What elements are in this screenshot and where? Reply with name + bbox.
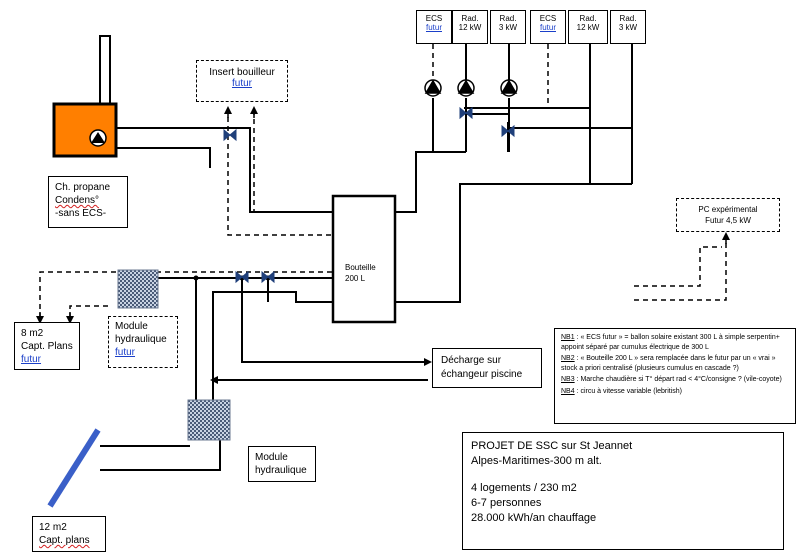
project-heating: 28.000 kWh/an chauffage xyxy=(471,512,597,524)
note-nb1: NB1 : « ECS futur » = ballon solaire exi… xyxy=(561,333,789,352)
project-housing: 4 logements / 230 m2 xyxy=(471,482,577,494)
module-futur-hatch xyxy=(117,269,159,309)
boiler-pump-icon xyxy=(89,129,107,147)
insert-label: Insert bouilleur xyxy=(209,67,275,78)
capt8-type: Capt. Plans xyxy=(21,341,73,352)
rad-label: Rad. xyxy=(579,14,597,23)
rad-label: Rad. xyxy=(619,14,637,23)
project-box: PROJET DE SSC sur St Jeannet Alpes-Marit… xyxy=(462,432,784,550)
ecs-label: ECS xyxy=(539,14,557,23)
notes-box: NB1 : « ECS futur » = ballon solaire exi… xyxy=(554,328,796,424)
capt8-futur: futur xyxy=(21,354,42,365)
boiler-supply-pipe xyxy=(116,127,333,213)
module-box: Module hydraulique xyxy=(248,446,316,482)
insert-supply-pipe xyxy=(227,108,333,236)
module-label-2: hydraulique xyxy=(255,465,307,476)
rad-power: 3 kW xyxy=(618,23,638,32)
capt8-dashed-pipe-1 xyxy=(39,271,333,318)
note-nb2: NB2 : « Bouteille 200 L » sera remplacée… xyxy=(561,354,789,373)
note-nb4: NB4 : circu à vitesse variable (lebritis… xyxy=(561,387,789,397)
ecs-futur-box-1: ECS futur xyxy=(416,10,452,44)
boiler-type: Condens° xyxy=(55,195,100,206)
capt8-dashed-pipe-2 xyxy=(69,305,110,318)
nb2-label: NB2 xyxy=(561,355,575,362)
rad-return-2 xyxy=(508,127,633,184)
module-futur-futur: futur xyxy=(115,347,136,358)
bouteille-volume: 200 L xyxy=(345,274,366,283)
rad-box-12kw-1: Rad. 12 kW xyxy=(452,10,488,44)
pc-dashed-pipe-1 xyxy=(634,246,722,287)
capt8-box: 8 m2 Capt. Plans futur xyxy=(14,322,80,370)
boiler-return-pipe xyxy=(116,147,211,168)
ecs-futur-box-2: ECS futur xyxy=(530,10,566,44)
pool-supply-pipe xyxy=(241,278,428,363)
pc-dashed-pipe-2 xyxy=(634,238,727,301)
nb3-label: NB3 xyxy=(561,376,575,383)
nb4-text: : circu à vitesse variable (lebritish) xyxy=(574,387,682,395)
module-top-pipe xyxy=(212,291,333,402)
nb3-text: : Marche chaudière si T° départ rad < 4°… xyxy=(574,376,782,383)
project-location: Alpes-Maritimes-300 m alt. xyxy=(471,455,602,467)
boiler-name: Ch. propane xyxy=(55,182,111,193)
decharge-label-2: échangeur piscine xyxy=(441,369,523,380)
pc-label: PC expérimental xyxy=(698,205,758,214)
project-people: 6-7 personnes xyxy=(471,497,542,509)
rad-box-12kw-2: Rad. 12 kW xyxy=(568,10,608,44)
bouteille-tank xyxy=(331,194,397,324)
nb1-text: : « ECS futur » = ballon solaire existan… xyxy=(561,334,780,351)
module-futur-label-2: hydraulique xyxy=(115,334,167,345)
project-title: PROJET DE SSC sur St Jeannet xyxy=(471,440,633,452)
pc-experimental-box: PC expérimental Futur 4,5 kW xyxy=(676,198,780,232)
rad-label: Rad. xyxy=(499,14,517,23)
insert-futur-label: futur xyxy=(231,78,252,89)
ecs-futur-label: futur xyxy=(539,23,556,32)
rad-box-3kw-2: Rad. 3 kW xyxy=(610,10,646,44)
boiler-note: -sans ECS- xyxy=(55,208,107,219)
insert-bouilleur-box: Insert bouilleur futur xyxy=(196,60,288,102)
solar-collector-12m2 xyxy=(47,428,101,508)
rad-return-main xyxy=(464,107,591,184)
boiler-label-box: Ch. propane Condens° -sans ECS- xyxy=(48,176,128,228)
module-futur-label: Module xyxy=(115,321,148,332)
decharge-label: Décharge sur xyxy=(441,355,502,366)
module-hatch xyxy=(187,399,231,441)
capt12-box: 12 m2 Capt. plans xyxy=(32,516,106,552)
circulator-icons xyxy=(424,79,518,97)
nb1-label: NB1 xyxy=(561,334,575,341)
rad-power: 12 kW xyxy=(576,23,600,32)
ecs-futur-label: futur xyxy=(425,23,442,32)
rad-box-3kw-1: Rad. 3 kW xyxy=(490,10,526,44)
rad-power: 12 kW xyxy=(458,23,482,32)
ecs-label: ECS xyxy=(425,14,443,23)
chimney xyxy=(99,35,111,105)
decharge-box: Décharge sur échangeur piscine xyxy=(432,348,542,388)
module-label: Module xyxy=(255,452,288,463)
bouteille-name: Bouteille xyxy=(345,263,376,272)
note-nb3: NB3 : Marche chaudière si T° départ rad … xyxy=(561,375,789,385)
pc-power: Futur 4,5 kW xyxy=(705,216,751,225)
rad-label: Rad. xyxy=(461,14,479,23)
junction-1 xyxy=(193,275,199,281)
capt12-type: Capt. plans xyxy=(39,535,90,546)
nb2-text: : « Bouteille 200 L » sera remplacée dan… xyxy=(561,355,776,372)
three-way-valve-icons xyxy=(223,106,515,284)
capt8-area: 8 m2 xyxy=(21,328,44,339)
nb4-label: NB4 xyxy=(561,387,575,395)
module-futur-box: Module hydraulique futur xyxy=(108,316,178,368)
rad-power: 3 kW xyxy=(498,23,518,32)
rad-header-return xyxy=(395,183,632,303)
bouteille-label: Bouteille 200 L xyxy=(345,262,376,284)
rad-header-supply xyxy=(395,151,466,213)
boiler-body xyxy=(52,102,118,158)
collector-pipe-2 xyxy=(100,440,221,471)
capt12-area: 12 m2 xyxy=(39,522,67,533)
